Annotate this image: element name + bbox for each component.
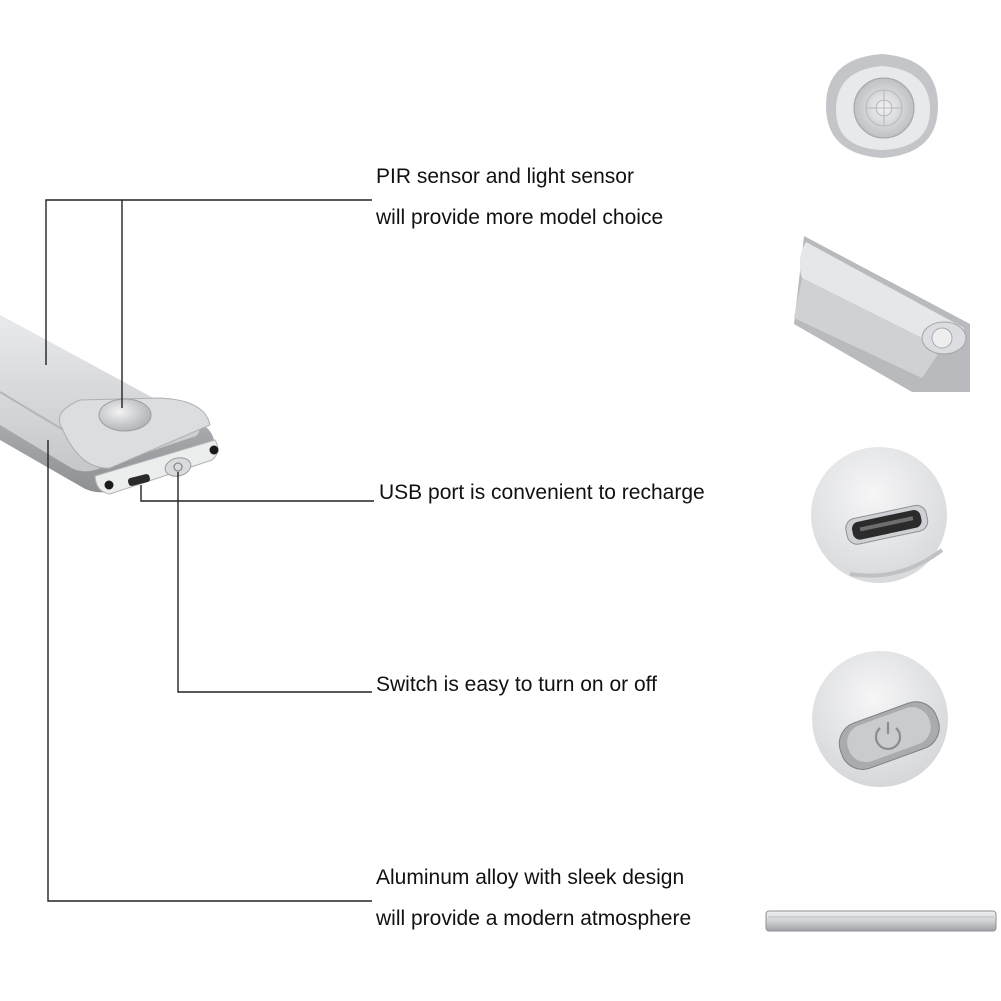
pir-sensor-detail-image [826, 54, 938, 158]
pir-lens [98, 398, 152, 432]
caption-switch-line1: Switch is easy to turn on or off [376, 673, 657, 696]
caption-pir: PIR sensor and light sensor will provide… [376, 156, 663, 238]
caption-pir-line2: will provide more model choice [376, 206, 664, 229]
caption-usb: USB port is convenient to recharge [379, 472, 705, 513]
caption-usb-line1: USB port is convenient to recharge [379, 481, 705, 504]
power-switch-detail-image [812, 651, 948, 787]
leader-alloy [47, 440, 372, 902]
leader-usb [140, 485, 374, 502]
leader-pir [121, 199, 372, 408]
caption-alloy: Aluminum alloy with sleek design will pr… [376, 857, 691, 939]
caption-switch: Switch is easy to turn on or off [376, 664, 657, 705]
caption-pir-line1: PIR sensor and light sensor [376, 165, 634, 188]
bar-end-detail-image [794, 236, 970, 392]
screw-hole-left [104, 480, 114, 490]
light-bar [0, 315, 219, 495]
leader-pir-body [45, 199, 122, 365]
leader-lines [45, 199, 374, 902]
full-bar-detail-image [765, 910, 997, 932]
leader-switch [177, 472, 372, 693]
usb-port [127, 474, 151, 486]
caption-alloy-line2: will provide a modern atmosphere [376, 907, 692, 930]
caption-alloy-line1: Aluminum alloy with sleek design [376, 866, 685, 889]
power-button [164, 457, 192, 477]
usb-port-detail-image [811, 447, 947, 583]
power-icon [874, 722, 902, 750]
screw-hole-right [209, 445, 219, 455]
